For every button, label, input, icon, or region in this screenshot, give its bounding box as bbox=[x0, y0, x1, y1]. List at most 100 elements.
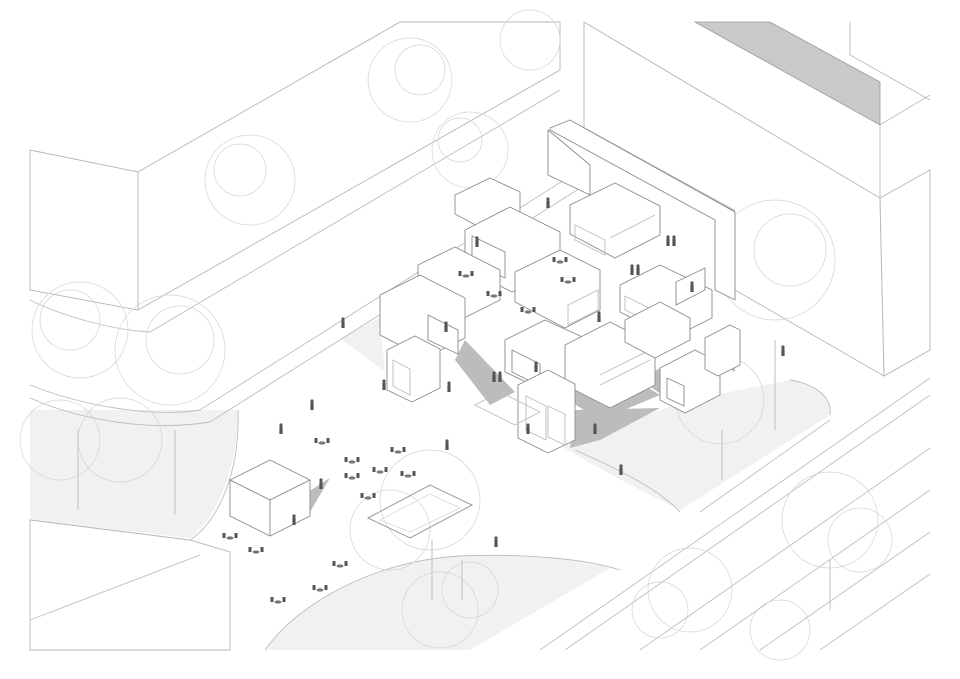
box-east-end bbox=[704, 324, 741, 377]
person-figure bbox=[690, 281, 694, 292]
person-figure bbox=[447, 381, 451, 392]
left-building-podium-line bbox=[29, 89, 561, 333]
box-ground-west-door bbox=[392, 359, 411, 396]
lane-line-1 bbox=[639, 447, 931, 651]
street-trees bbox=[19, 9, 893, 661]
kiosk-side bbox=[269, 479, 311, 537]
cafe-table-group bbox=[458, 271, 474, 278]
person-figure bbox=[475, 236, 479, 247]
person-figure bbox=[630, 264, 634, 275]
person-figure bbox=[279, 423, 283, 434]
road-edge-1 bbox=[539, 377, 931, 651]
tree bbox=[749, 599, 811, 661]
box-ground-center bbox=[517, 369, 576, 454]
shadow bbox=[570, 408, 660, 448]
tree bbox=[114, 294, 226, 515]
person-figure bbox=[319, 478, 323, 489]
planter-texture bbox=[379, 493, 461, 533]
planter-bed bbox=[366, 484, 474, 539]
lawn-edge-south bbox=[264, 554, 621, 651]
right-building-end bbox=[879, 169, 931, 377]
box-low-far-east-void bbox=[666, 377, 685, 407]
box-upper-open-void bbox=[471, 235, 506, 279]
shadow bbox=[455, 340, 515, 405]
person-figure bbox=[781, 345, 785, 356]
person-figure bbox=[546, 197, 550, 208]
box-ground-center-door bbox=[525, 395, 547, 441]
box-low-west-void bbox=[427, 314, 459, 355]
lane-line-4 bbox=[819, 573, 931, 651]
left-building bbox=[29, 21, 586, 426]
box-upper-right-louvre bbox=[609, 214, 656, 239]
plaza-edge-west bbox=[189, 409, 239, 541]
lawn-edge-ne bbox=[789, 379, 831, 416]
paving-step bbox=[474, 391, 541, 426]
plaza-shade-west bbox=[340, 318, 385, 372]
person-figure bbox=[292, 514, 296, 525]
lower-left-building bbox=[29, 519, 231, 651]
person-figure bbox=[498, 371, 502, 382]
left-sidewalk-edge bbox=[29, 169, 581, 413]
person-figure bbox=[534, 361, 538, 372]
cafe-table-group bbox=[314, 438, 330, 445]
box-upper-right-window bbox=[574, 224, 606, 256]
person-figure bbox=[636, 264, 640, 275]
person-figure bbox=[494, 536, 498, 547]
person-figure bbox=[445, 439, 449, 450]
lawn-edge-east bbox=[574, 449, 681, 513]
left-building-front bbox=[29, 149, 139, 311]
tree bbox=[499, 9, 561, 71]
curb-line bbox=[699, 419, 831, 513]
left-lawn-shade bbox=[30, 410, 238, 538]
stacked-box-building bbox=[379, 119, 741, 454]
cafe-tables bbox=[222, 257, 576, 604]
box-low-east-louvre-1 bbox=[599, 349, 651, 376]
box-mid-center bbox=[514, 249, 601, 329]
ground-shading bbox=[30, 318, 831, 650]
right-building-roof-edge bbox=[879, 94, 931, 126]
person-figure bbox=[597, 311, 601, 322]
box-ground-center-window bbox=[547, 405, 566, 446]
person-figure bbox=[492, 371, 496, 382]
cafe-table-group bbox=[222, 533, 238, 540]
person-figure bbox=[444, 321, 448, 332]
lower-left-building-face bbox=[29, 519, 231, 651]
person-figure bbox=[310, 399, 314, 410]
tree bbox=[631, 547, 733, 639]
box-upper-right bbox=[569, 182, 661, 259]
kiosk-shadow bbox=[308, 478, 330, 512]
left-building-side bbox=[137, 21, 561, 311]
lower-left-building-line bbox=[29, 554, 201, 621]
cafe-table-group bbox=[400, 471, 416, 478]
people-figures bbox=[279, 197, 785, 547]
lane-line-2 bbox=[699, 489, 931, 651]
cafe-table-group bbox=[344, 457, 360, 464]
tree bbox=[349, 449, 481, 600]
person-figure bbox=[619, 464, 623, 475]
tree bbox=[781, 471, 893, 610]
cafe-table-group bbox=[312, 585, 328, 592]
road-edge-2 bbox=[564, 394, 931, 651]
tree bbox=[367, 37, 453, 123]
cafe-table-group bbox=[552, 257, 568, 264]
person-figure bbox=[382, 379, 386, 390]
person-figure bbox=[666, 235, 670, 246]
tree bbox=[204, 134, 296, 226]
person-figure bbox=[526, 423, 530, 434]
tree bbox=[401, 560, 499, 649]
cafe-table-group bbox=[344, 473, 360, 480]
lane-line-3 bbox=[759, 531, 931, 651]
person-figure bbox=[341, 317, 345, 328]
cafe-table-group bbox=[248, 547, 264, 554]
back-slab bbox=[549, 119, 736, 301]
cafe-table-group bbox=[332, 561, 348, 568]
cafe-table-group bbox=[486, 291, 502, 298]
cafe-table-group bbox=[372, 467, 388, 474]
cafe-table-group bbox=[560, 277, 576, 284]
lower-lawn-shade bbox=[265, 555, 610, 650]
cafe-table-group bbox=[390, 447, 406, 454]
box-low-east-upper bbox=[624, 301, 691, 359]
box-low-east-louvre-2 bbox=[599, 359, 651, 386]
